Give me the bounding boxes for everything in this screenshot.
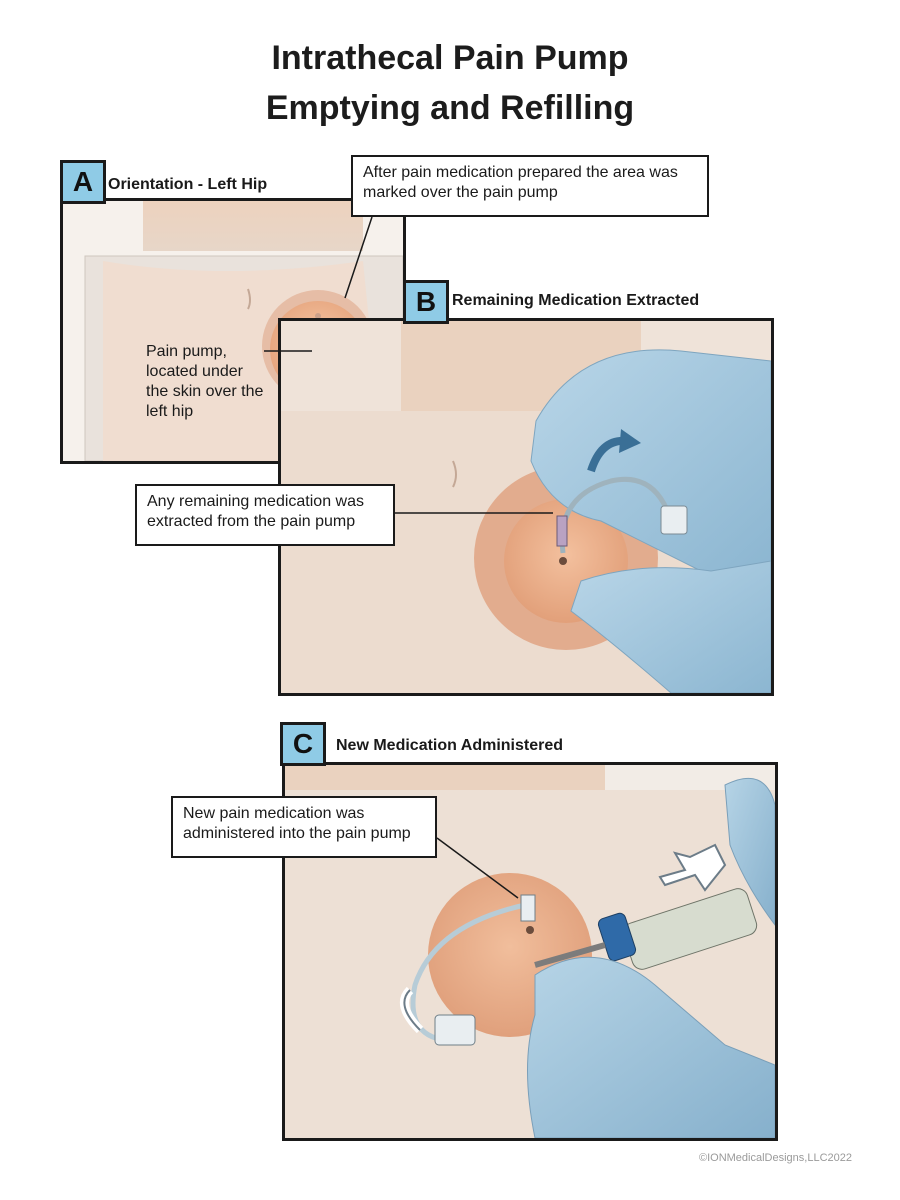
panel-b xyxy=(278,318,774,696)
straight-arrow-icon xyxy=(658,843,727,892)
panel-a-badge: A xyxy=(60,160,106,204)
panel-c-badge: C xyxy=(280,722,326,766)
glove-icon xyxy=(530,349,771,572)
extraction-illustration xyxy=(281,321,771,693)
panel-a-title: Orientation - Left Hip xyxy=(108,176,268,193)
callout-area-marked: After pain medication prepared the area … xyxy=(351,155,709,217)
page-title-line1: Intrathecal Pain Pump xyxy=(271,39,629,77)
needle-icon xyxy=(660,505,688,535)
page-title-line2: Emptying and Refilling xyxy=(265,89,635,127)
panel-b-title: Remaining Medication Extracted xyxy=(452,292,700,309)
pain-pump-label: Pain pump, located under the skin over t… xyxy=(146,343,264,420)
callout-medication-administered: New pain medication was administered int… xyxy=(171,796,437,858)
callout-medication-extracted: Any remaining medication was extracted f… xyxy=(135,484,395,546)
panel-b-badge: B xyxy=(403,280,449,324)
copyright-text: ©IONMedicalDesigns,LLC2022 xyxy=(698,1152,852,1164)
glove-icon xyxy=(527,956,775,1138)
panel-c-title: New Medication Administered xyxy=(336,737,563,754)
syringe-icon xyxy=(534,888,758,970)
